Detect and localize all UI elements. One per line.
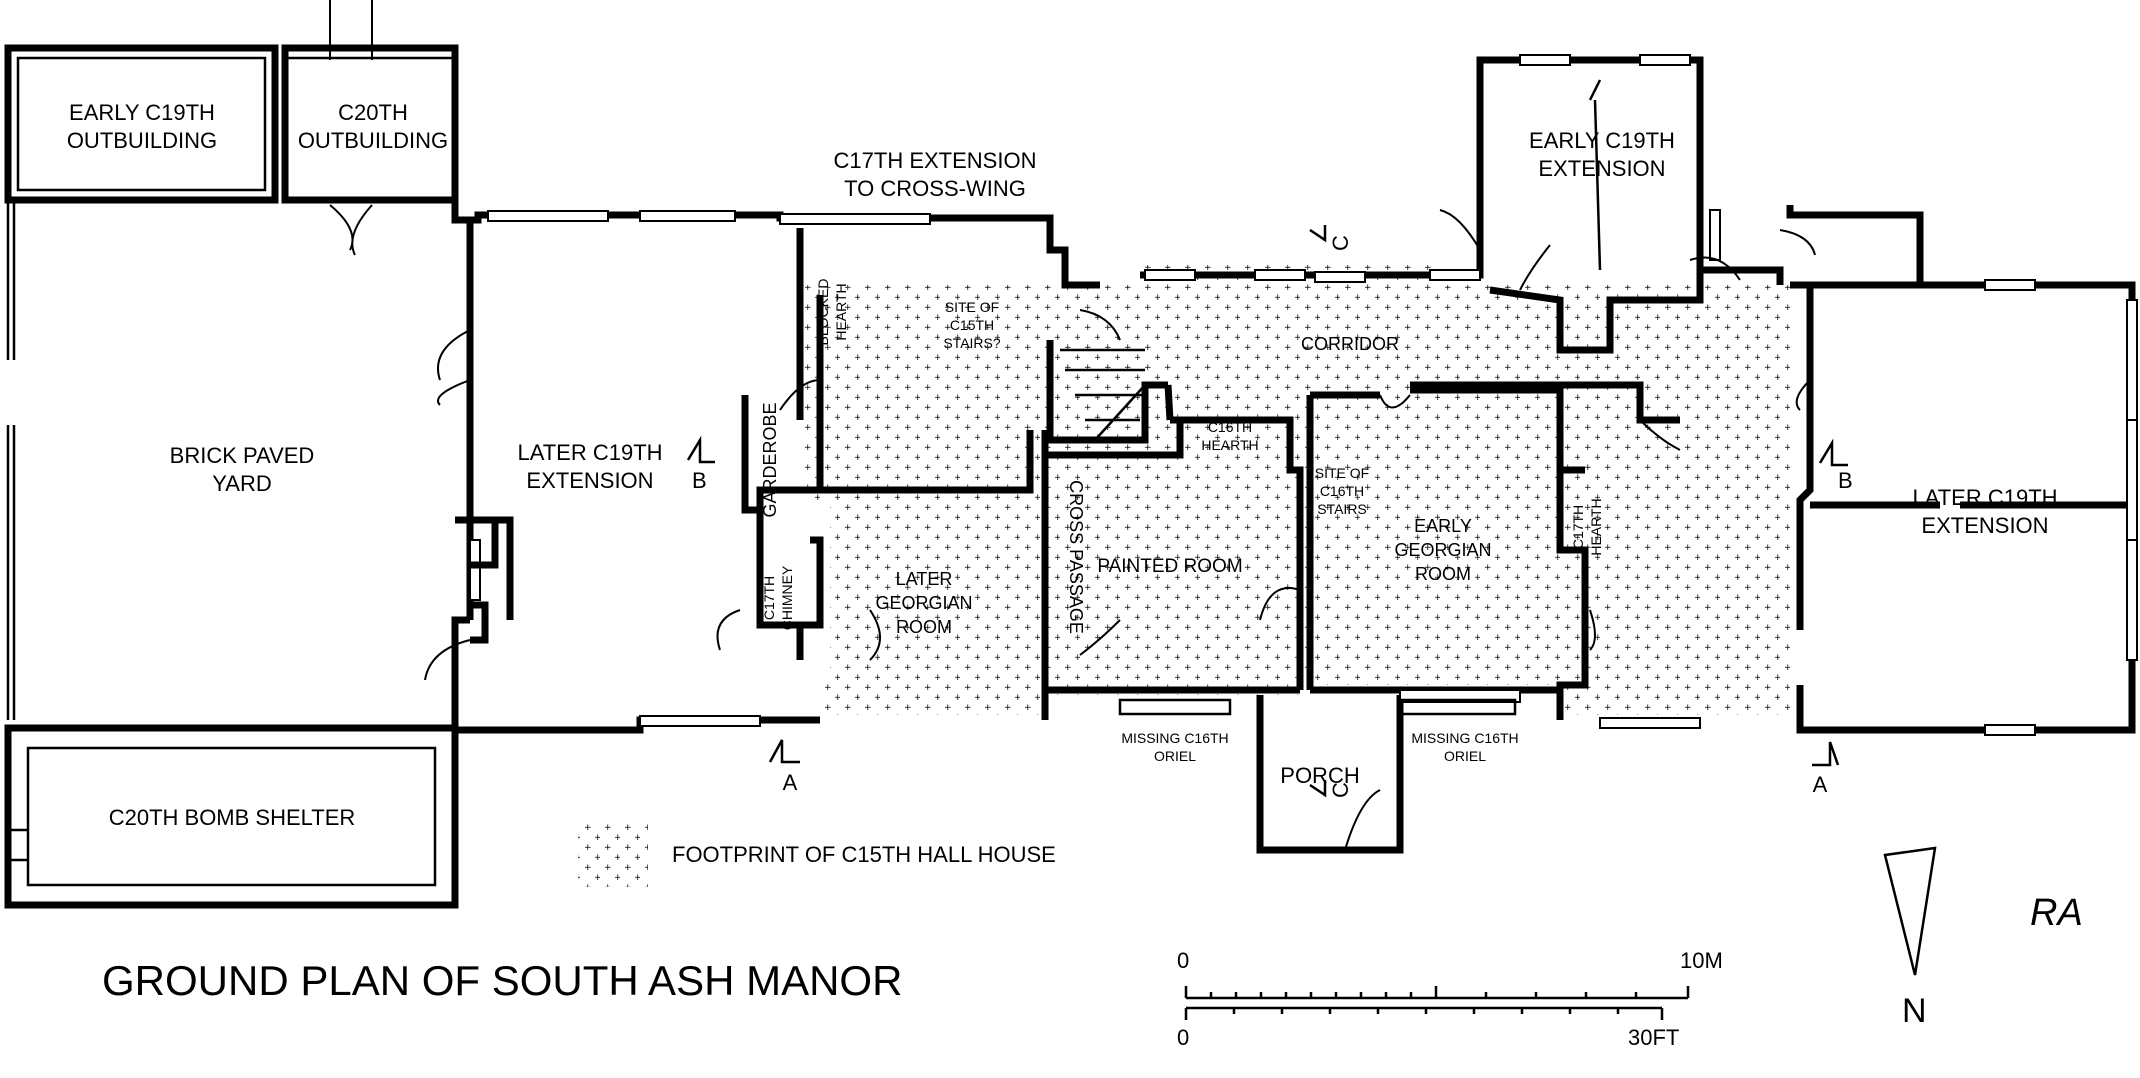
label-blocked-hearth-2: HEARTH (833, 283, 849, 340)
label-missing-oriel-left-2: ORIEL (1154, 748, 1196, 764)
svg-text:B: B (692, 468, 707, 493)
label-later-georgian-room-3: ROOM (896, 617, 952, 637)
label-early-c19th-extension-2: EXTENSION (1538, 156, 1665, 181)
label-early-georgian-room-2: GEORGIAN (1394, 540, 1491, 560)
scale-metric-start: 0 (1177, 948, 1189, 973)
page-title: GROUND PLAN OF SOUTH ASH MANOR (102, 957, 902, 1004)
legend-label: FOOTPRINT OF C15TH HALL HOUSE (672, 842, 1056, 867)
label-c17th-hearth-2: HEARTH (1588, 498, 1604, 555)
label-corridor: CORRIDOR (1301, 334, 1399, 354)
label-c16th-hearth-2: HEARTH (1201, 437, 1258, 453)
label-missing-oriel-right-1: MISSING C16TH (1411, 730, 1518, 746)
label-porch: PORCH (1280, 763, 1359, 788)
scale-metric-end: 10M (1680, 948, 1723, 973)
scale-bar: 0 10M 0 30FT (1177, 948, 1723, 1050)
label-site-c16th-stairs-1: SITE OF (1315, 465, 1369, 481)
svg-text:A: A (1813, 772, 1828, 797)
label-site-c15th-stairs-2: C15TH (950, 317, 994, 333)
label-c20th-outbuilding-1: C20TH (338, 100, 408, 125)
label-later-c19th-extension-e-2: EXTENSION (1921, 513, 2048, 538)
label-cross-passage: CROSS PASSAGE (1066, 480, 1086, 634)
room-labels: EARLY C19TH OUTBUILDING C20TH OUTBUILDIN… (67, 100, 2058, 830)
label-c17th-chimney-1: C17TH (761, 576, 777, 620)
label-painted-room: PAINTED ROOM (1097, 556, 1242, 577)
scale-imperial-start: 0 (1177, 1025, 1189, 1050)
section-marker-a-west: A (768, 739, 800, 795)
label-garderobe: GARDEROBE (760, 402, 780, 517)
label-c17th-extension-1: C17TH EXTENSION (834, 148, 1037, 173)
bomb-shelter (4, 724, 459, 909)
label-site-c16th-stairs-3: STAIRS (1317, 501, 1367, 517)
signature: RA (2030, 892, 2083, 934)
label-missing-oriel-right-2: ORIEL (1444, 748, 1486, 764)
section-marker-c-north: C (1309, 225, 1353, 251)
label-missing-oriel-left-1: MISSING C16TH (1121, 730, 1228, 746)
label-early-c19th-extension-1: EARLY C19TH (1529, 128, 1675, 153)
label-later-c19th-extension-w-1: LATER C19TH (517, 440, 662, 465)
label-later-c19th-extension-w-2: EXTENSION (526, 468, 653, 493)
west-wing-walls (424, 200, 1100, 734)
door-swings (716, 209, 1816, 661)
section-markers: C C B B A A (686, 225, 1853, 798)
legend: FOOTPRINT OF C15TH HALL HOUSE (578, 822, 1056, 887)
label-site-c16th-stairs-2: C16TH (1320, 483, 1364, 499)
label-later-c19th-extension-e-1: LATER C19TH (1912, 485, 2057, 510)
label-early-georgian-room-3: ROOM (1415, 564, 1471, 584)
section-marker-a-east: A (1812, 741, 1840, 797)
scale-imperial-end: 30FT (1628, 1025, 1679, 1050)
label-early-c19th-outbuilding-1: EARLY C19TH (69, 100, 215, 125)
north-arrow: N (1883, 846, 1937, 1030)
label-c17th-hearth-1: C17TH (1570, 505, 1586, 549)
scale-ticks-imperial (1184, 1008, 1664, 1020)
label-site-c15th-stairs-1: SITE OF (945, 299, 999, 315)
svg-text:C: C (1328, 235, 1353, 251)
label-later-georgian-room-1: LATER (896, 569, 953, 589)
svg-text:C: C (1328, 782, 1353, 798)
label-c20th-outbuilding-2: OUTBUILDING (298, 128, 448, 153)
label-brick-paved-yard-1: BRICK PAVED (170, 443, 315, 468)
section-marker-c-south: C (1309, 780, 1353, 798)
label-later-georgian-room-2: GEORGIAN (875, 593, 972, 613)
legend-swatch (578, 822, 648, 887)
label-brick-paved-yard-2: YARD (212, 471, 272, 496)
label-c17th-chimney-2: CHIMNEY (779, 565, 795, 630)
label-blocked-hearth-1: BLOCKED (815, 279, 831, 346)
label-site-c15th-stairs-3: STAIRS? (943, 335, 1001, 351)
label-c16th-hearth-1: C16TH (1208, 419, 1252, 435)
north-label: N (1902, 992, 1927, 1030)
svg-text:A: A (783, 770, 798, 795)
section-marker-b-east: B (1818, 438, 1853, 493)
svg-text:B: B (1838, 468, 1853, 493)
scale-ticks-metric (1184, 986, 1690, 998)
section-marker-b-west: B (686, 435, 715, 493)
label-c17th-extension-2: TO CROSS-WING (844, 176, 1026, 201)
main-house-walls (741, 54, 2138, 854)
label-early-c19th-outbuilding-2: OUTBUILDING (67, 128, 217, 153)
label-early-georgian-room-1: EARLY (1414, 516, 1472, 536)
label-c20th-bomb-shelter: C20TH BOMB SHELTER (109, 805, 356, 830)
